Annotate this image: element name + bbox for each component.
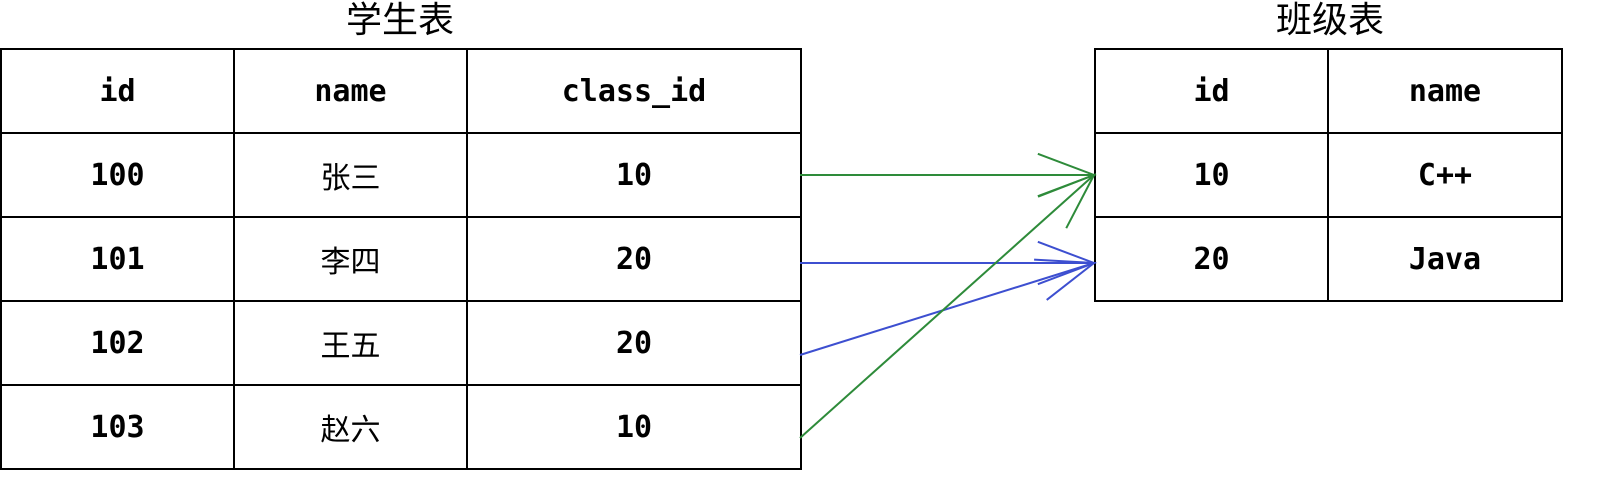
- classes-header-name: name: [1327, 48, 1563, 134]
- class-name-cell: Java: [1327, 216, 1563, 302]
- arrowhead-icon: [1037, 152, 1097, 198]
- table-row: 102 王五 20: [0, 300, 802, 386]
- table-row: 101 李四 20: [0, 216, 802, 302]
- student-name-cell: 王五: [233, 300, 468, 386]
- arrowhead-icon: [1034, 258, 1097, 301]
- classes-header-id: id: [1094, 48, 1329, 134]
- student-name-cell: 赵六: [233, 384, 468, 470]
- table-row: 20 Java: [1094, 216, 1563, 302]
- student-id-cell: 103: [0, 384, 235, 470]
- student-class-id-cell: 10: [466, 384, 802, 470]
- student-id-cell: 101: [0, 216, 235, 302]
- student-class-id-cell: 10: [466, 132, 802, 218]
- classes-table: id name 10 C++ 20 Java: [1094, 48, 1563, 302]
- link-line: [799, 174, 1095, 439]
- student-id-cell: 100: [0, 132, 235, 218]
- table-row: 100 张三 10: [0, 132, 802, 218]
- arrowhead-icon: [1037, 173, 1097, 229]
- table-row: 10 C++: [1094, 132, 1563, 218]
- class-id-cell: 10: [1094, 132, 1329, 218]
- students-header-row: id name class_id: [0, 48, 802, 134]
- student-name-cell: 张三: [233, 132, 468, 218]
- students-header-id: id: [0, 48, 235, 134]
- class-id-cell: 20: [1094, 216, 1329, 302]
- arrowhead-icon: [1037, 240, 1097, 286]
- table-row: 103 赵六 10: [0, 384, 802, 470]
- classes-table-title: 班级表: [1275, 0, 1384, 41]
- students-header-class-id: class_id: [466, 48, 802, 134]
- students-header-name: name: [233, 48, 468, 134]
- student-id-cell: 102: [0, 300, 235, 386]
- student-class-id-cell: 20: [466, 216, 802, 302]
- classes-header-row: id name: [1094, 48, 1563, 134]
- student-class-id-cell: 20: [466, 300, 802, 386]
- link-line: [799, 262, 1095, 356]
- students-table-title: 学生表: [345, 0, 454, 41]
- class-name-cell: C++: [1327, 132, 1563, 218]
- student-name-cell: 李四: [233, 216, 468, 302]
- students-table: id name class_id 100 张三 10 101 李四 20 102…: [0, 48, 802, 470]
